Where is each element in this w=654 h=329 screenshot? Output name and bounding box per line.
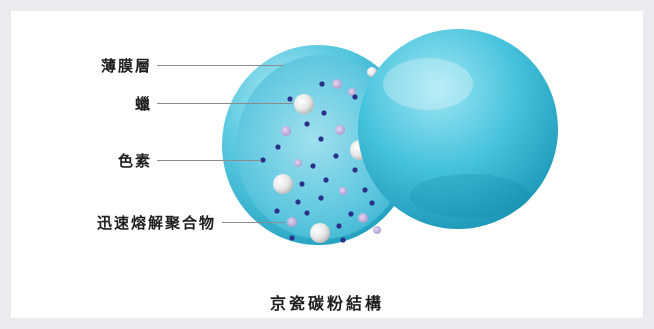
polymer-particles xyxy=(281,79,381,234)
pigment-callout-line xyxy=(157,160,261,161)
closed-sphere xyxy=(358,29,558,229)
wax-label: 蠟 xyxy=(134,95,152,113)
pigment-label: 色素 xyxy=(117,152,152,170)
film-layer-callout-line xyxy=(157,65,284,66)
polymer-callout-line xyxy=(222,222,285,223)
diagram-caption: 京瓷碳粉結構 xyxy=(269,294,384,313)
wax-callout-line xyxy=(157,103,293,104)
film-layer-label: 薄膜層 xyxy=(100,57,152,75)
polymer-label: 迅速熔解聚合物 xyxy=(96,214,216,232)
